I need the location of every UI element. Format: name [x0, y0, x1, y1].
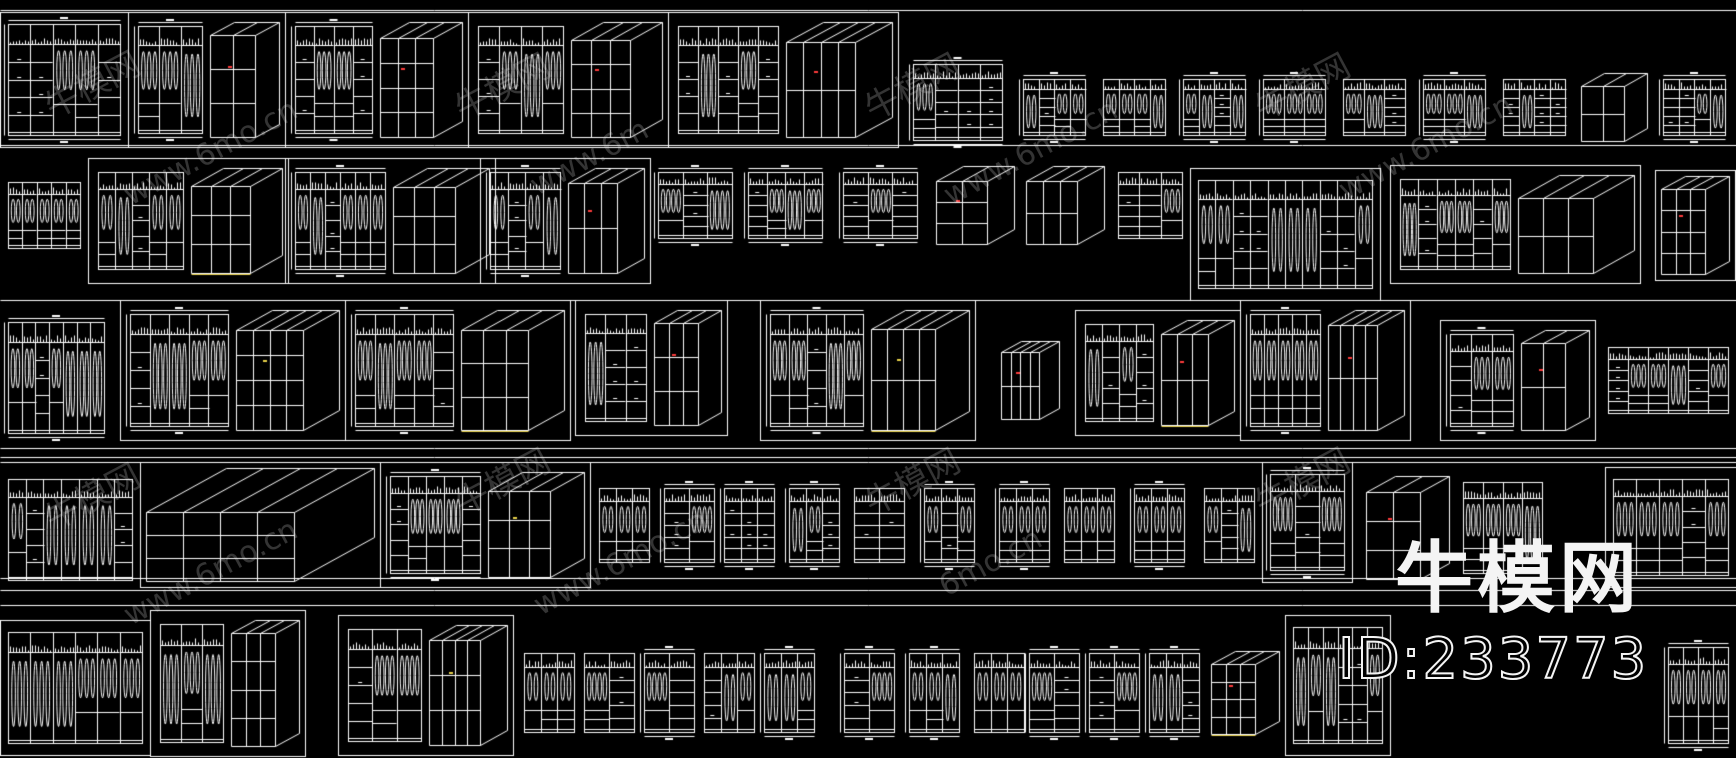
logo-brand: 牛模网: [1395, 534, 1642, 624]
logo-id: ID:233773: [1337, 627, 1649, 692]
